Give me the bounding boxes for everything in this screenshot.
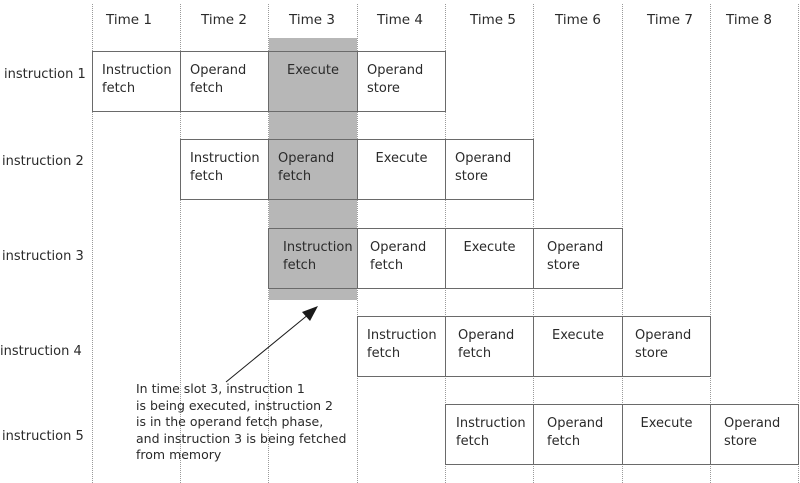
stage-cell: Operand fetch [533,404,623,465]
stage-label: Instruction fetch [456,416,526,449]
stage-cell: Instruction fetch [268,228,358,289]
stage-label: Operand fetch [278,151,335,184]
row-label-instruction-2: instruction 2 [2,154,84,169]
time-header: Time 3 [289,12,335,28]
time-header: Time 4 [377,12,423,28]
stage-label: Execute [552,328,604,343]
time-header: Time 8 [726,12,772,28]
row-label-instruction-4: instruction 4 [0,344,82,359]
stage-cell: Operand store [357,51,446,112]
stage-label: Operand fetch [547,416,604,449]
grid-line [180,4,181,483]
stage-label: Execute [640,416,693,431]
stage-label: Instruction fetch [102,63,172,96]
stage-label: Execute [463,240,516,255]
time-header: Time 7 [647,12,693,28]
stage-label: Operand fetch [458,328,515,361]
stage-cell: Operand fetch [268,139,358,200]
stage-label: Operand fetch [370,240,427,273]
row-label-instruction-5: instruction 5 [2,429,84,444]
row-label-instruction-3: instruction 3 [2,249,84,264]
stage-cell: Operand store [445,139,534,200]
stage-label: Instruction fetch [283,240,353,273]
stage-label: Execute [287,63,339,78]
stage-label: Operand store [724,416,781,449]
time-header: Time 1 [106,12,152,28]
grid-line [710,4,711,483]
time-header: Time 2 [201,12,247,28]
stage-label: Instruction fetch [367,328,437,361]
grid-line [92,4,93,483]
grid-line [798,4,799,483]
stage-label: Operand fetch [190,63,247,96]
annotation-text: In time slot 3, instruction 1 is being e… [136,381,347,462]
stage-label: Operand store [547,240,604,273]
row-label-instruction-1: instruction 1 [4,67,86,82]
time-slot-3-highlight [269,38,357,300]
stage-label: Operand store [367,63,424,96]
stage-label: Operand store [455,151,512,184]
stage-cell: Operand store [533,228,623,289]
time-header: Time 6 [555,12,601,28]
stage-cell: Instruction fetch [92,51,181,112]
stage-cell: Operand fetch [180,51,269,112]
stage-cell: Operand store [622,316,711,377]
stage-label: Operand store [635,328,692,361]
stage-cell: Operand store [710,404,799,465]
stage-label: Instruction fetch [190,151,260,184]
stage-label: Execute [375,151,428,166]
time-header: Time 5 [470,12,516,28]
